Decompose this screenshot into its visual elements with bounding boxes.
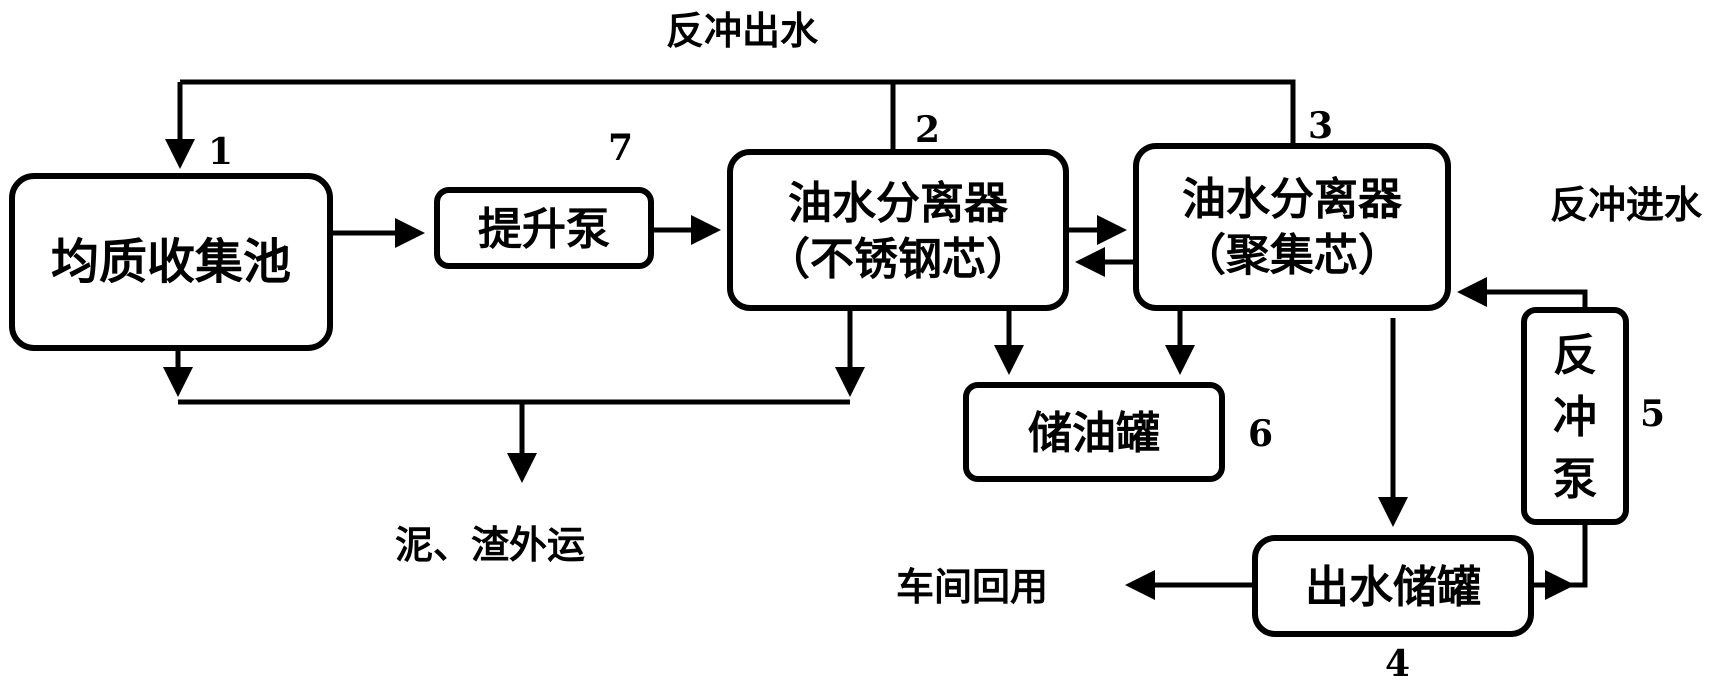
oil-storage-tank-box: [963, 382, 1225, 482]
lift-pump-label: 提升泵: [478, 204, 610, 255]
separator-stainless-line2: （不锈钢芯）: [766, 234, 1030, 285]
node-number-3: 3: [1308, 105, 1333, 147]
node-number-6: 6: [1248, 413, 1273, 455]
node-number-7: 7: [608, 127, 633, 169]
backwash-return-top-line: [180, 79, 1296, 146]
backwash-outlet-label: 反冲出水: [666, 8, 819, 53]
backwash-pump-char-3: 泵: [1553, 454, 1597, 505]
node-number-5: 5: [1640, 393, 1665, 435]
backwash-pump-char-2: 冲: [1553, 392, 1597, 443]
backwash-pump-char-1: 反: [1553, 330, 1597, 381]
effluent-storage-tank-label: 出水储罐: [1305, 562, 1481, 613]
workshop-reuse-label: 车间回用: [896, 564, 1048, 609]
effluent-to-pump-line: [1531, 522, 1588, 588]
separator-stainless-line1: 油水分离器: [788, 178, 1009, 229]
homogenizing-tank-label: 均质收集池: [51, 234, 291, 290]
node-number-4: 4: [1385, 643, 1410, 682]
backwash-pump-box: [1521, 307, 1629, 525]
homogenizing-tank-box: [9, 173, 333, 351]
node-number-2: 2: [915, 109, 940, 151]
backwash-inlet-label: 反冲进水: [1550, 182, 1703, 227]
node-number-1: 1: [208, 131, 233, 173]
backwash-inlet-arrow: [1457, 277, 1588, 310]
sludge-disposal-label: 泥、渣外运: [395, 522, 585, 567]
separator-coalescing-box: [1133, 143, 1451, 311]
separator-coalescing-line2: （聚集芯）: [1182, 230, 1402, 281]
separator-coalescing-line1: 油水分离器: [1182, 174, 1403, 225]
oil-storage-tank-label: 储油罐: [1028, 408, 1160, 459]
